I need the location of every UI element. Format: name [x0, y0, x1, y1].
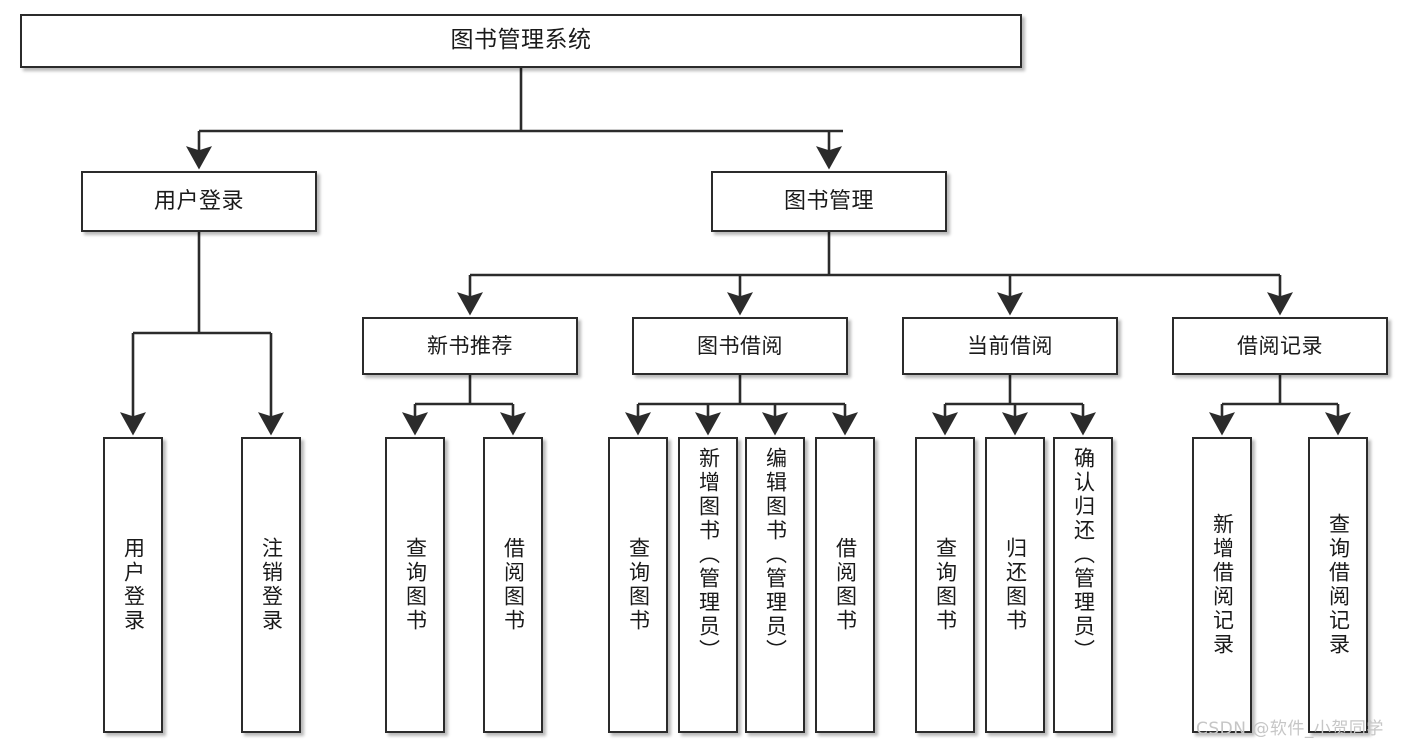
leaf-query-book-new[interactable]: 查询图书 [385, 437, 445, 733]
node-label: 借阅图书 [833, 537, 858, 633]
node-book-borrow[interactable]: 图书借阅 [632, 317, 848, 375]
node-label: 归还图书 [1003, 537, 1028, 633]
leaf-confirm-return-admin[interactable]: 确认归还（管理员） [1053, 437, 1113, 733]
node-label: 用户登录 [153, 188, 244, 214]
leaf-query-borrow-record[interactable]: 查询借阅记录 [1308, 437, 1368, 733]
node-label: 查询图书 [933, 537, 958, 633]
node-label: 查询图书 [626, 537, 651, 633]
watermark: CSDN @软件_小贺同学 [1196, 719, 1384, 739]
node-label: 新增图书（管理员） [696, 447, 721, 663]
node-label: 确认归还（管理员） [1071, 447, 1096, 663]
leaf-query-book-current[interactable]: 查询图书 [915, 437, 975, 733]
node-root-system[interactable]: 图书管理系统 [20, 14, 1022, 68]
leaf-borrow-book[interactable]: 借阅图书 [815, 437, 875, 733]
node-label: 借阅图书 [501, 537, 526, 633]
leaf-edit-book-admin[interactable]: 编辑图书（管理员） [745, 437, 805, 733]
node-label: 新书推荐 [427, 333, 513, 358]
node-label: 查询图书 [403, 537, 428, 633]
node-user-login[interactable]: 用户登录 [81, 171, 317, 232]
node-label: 图书管理 [783, 188, 874, 214]
node-label: 注销登录 [259, 537, 284, 633]
node-label: 借阅记录 [1237, 333, 1323, 358]
node-label: 用户登录 [121, 537, 146, 633]
node-label: 图书借阅 [697, 333, 783, 358]
node-current-borrow[interactable]: 当前借阅 [902, 317, 1118, 375]
node-label: 当前借阅 [967, 333, 1053, 358]
node-label: 新增借阅记录 [1210, 513, 1235, 657]
node-book-management[interactable]: 图书管理 [711, 171, 947, 232]
leaf-add-borrow-record[interactable]: 新增借阅记录 [1192, 437, 1252, 733]
leaf-return-book[interactable]: 归还图书 [985, 437, 1045, 733]
leaf-user-logout[interactable]: 注销登录 [241, 437, 301, 733]
node-new-book-recommend[interactable]: 新书推荐 [362, 317, 578, 375]
node-label: 编辑图书（管理员） [763, 447, 788, 663]
leaf-user-login[interactable]: 用户登录 [103, 437, 163, 733]
leaf-query-book-borrow[interactable]: 查询图书 [608, 437, 668, 733]
node-borrow-record[interactable]: 借阅记录 [1172, 317, 1388, 375]
node-label: 查询借阅记录 [1326, 513, 1351, 657]
leaf-borrow-book-new[interactable]: 借阅图书 [483, 437, 543, 733]
leaf-add-book-admin[interactable]: 新增图书（管理员） [678, 437, 738, 733]
node-label: 图书管理系统 [450, 27, 592, 54]
